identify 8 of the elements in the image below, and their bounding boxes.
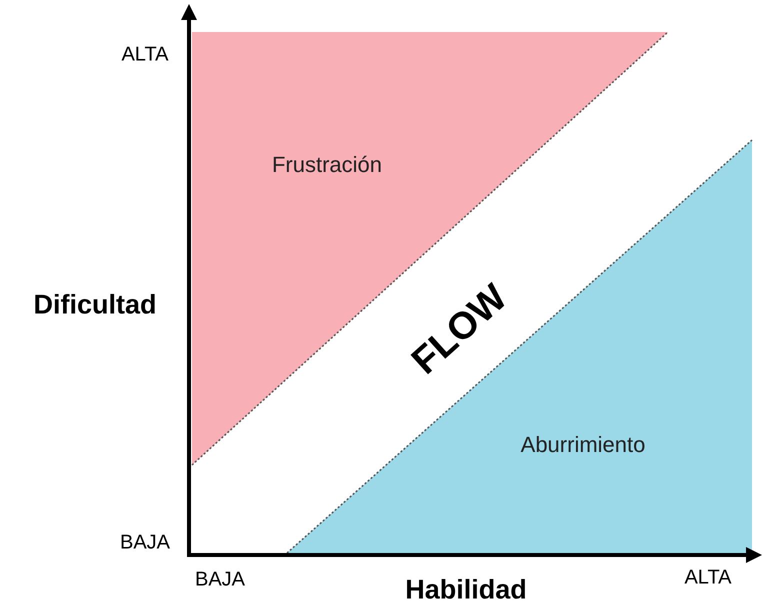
axis-title: Habilidad — [405, 574, 527, 606]
axis-tick-label: ALTA — [684, 566, 732, 590]
zone-label: Aburrimiento — [520, 432, 646, 458]
axis-title: Dificultad — [34, 290, 156, 320]
zone-label: Frustración — [272, 152, 382, 178]
axis-tick-label: ALTA — [121, 44, 169, 66]
axis-tick-label: BAJA — [120, 532, 170, 554]
axis-tick-label: BAJA — [194, 568, 246, 592]
